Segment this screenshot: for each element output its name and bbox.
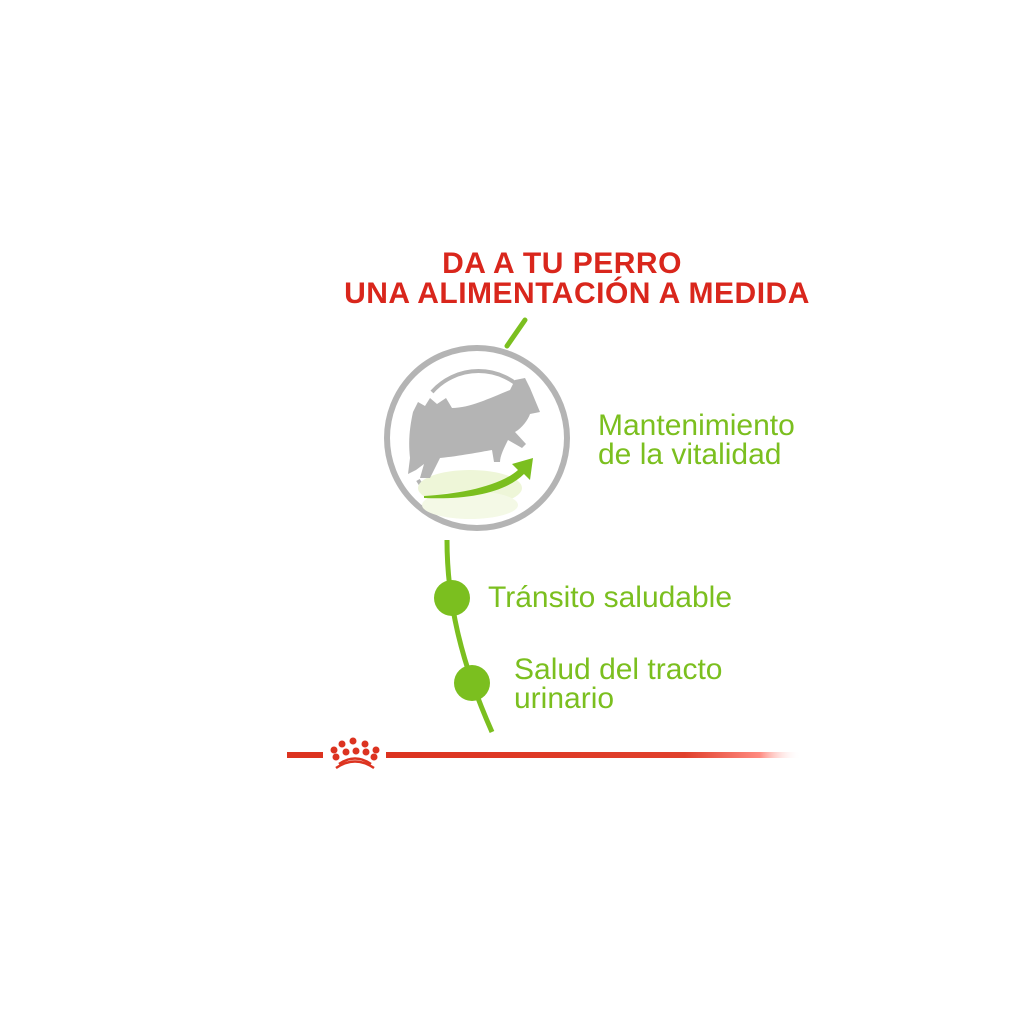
benefit-vitality-line2: de la vitalidad	[598, 438, 782, 471]
benefit-urinary-line2: urinario	[514, 682, 615, 715]
benefit-urinary-line1: Salud del tracto	[514, 653, 723, 686]
headline-line-1: DA A TU PERRO	[442, 247, 682, 280]
benefit-vitality-line1: Mantenimiento	[598, 409, 795, 442]
benefit-transit-line1: Tránsito saludable	[488, 581, 733, 614]
jumping-dog-icon	[384, 345, 570, 531]
brand-bar-left	[287, 752, 323, 758]
connector-line-top	[504, 317, 528, 349]
headline-line-2: UNA ALIMENTACIÓN A MEDIDA	[344, 277, 810, 310]
green-dot-icon	[454, 665, 490, 701]
benefit-urinary: Salud del tracto urinario	[514, 653, 723, 715]
green-dot-icon	[434, 580, 470, 616]
benefit-transit: Tránsito saludable	[488, 581, 733, 614]
royal-canin-crown-logo	[330, 737, 380, 770]
brand-bar-right	[386, 752, 801, 758]
benefit-vitality: Mantenimiento de la vitalidad	[598, 409, 795, 471]
connector-line-bottom	[444, 539, 495, 734]
